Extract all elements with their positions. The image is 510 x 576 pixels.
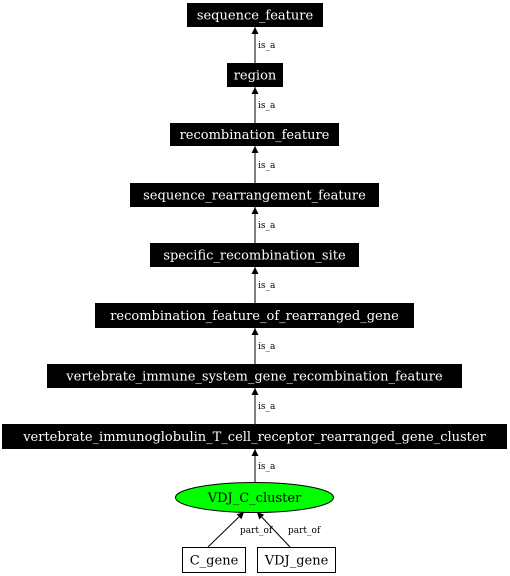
node-label: vertebrate_immunoglobulin_T_cell_recepto… <box>22 430 486 445</box>
node-label: vertebrate_immune_system_gene_recombinat… <box>65 370 443 385</box>
edge-recombination-feature-to-region: is_a <box>251 87 276 123</box>
edge-label-part-of: part_of <box>288 526 321 536</box>
node-label: recombination_feature_of_rearranged_gene <box>110 309 399 324</box>
node-label: VDJ_C_cluster <box>207 491 302 506</box>
edge-label-part-of: part_of <box>240 526 273 536</box>
edge-vdj-gene-part-of-vdj-c-cluster: part_of <box>256 511 321 548</box>
node-c-gene[interactable]: C_gene <box>182 547 246 573</box>
node-label: sequence_feature <box>197 9 314 24</box>
node-vdj-c-cluster[interactable]: VDJ_C_cluster <box>175 482 334 513</box>
edge-rearranged-gene-feature-to-specific-site: is_a <box>251 267 276 303</box>
edge-label-is-a: is_a <box>258 281 276 291</box>
node-label: specific_recombination_site <box>163 249 346 264</box>
edge-label-is-a: is_a <box>258 402 276 412</box>
edge-label-is-a: is_a <box>258 41 276 51</box>
edge-label-is-a: is_a <box>258 161 276 171</box>
node-label: region <box>234 69 277 84</box>
node-label: recombination_feature <box>180 128 330 143</box>
edge-gene-cluster-to-vertebrate-immune: is_a <box>251 388 276 424</box>
edge-label-is-a: is_a <box>258 342 276 352</box>
node-label: sequence_rearrangement_feature <box>143 189 366 204</box>
node-recombination-feature-of-rearranged-gene[interactable]: recombination_feature_of_rearranged_gene <box>95 303 414 328</box>
node-label: VDJ_gene <box>264 554 329 569</box>
edge-sequence-rearrangement-to-recombination-feature: is_a <box>251 146 276 183</box>
node-label: C_gene <box>190 554 239 569</box>
edge-vdj-c-cluster-to-gene-cluster: is_a <box>251 449 276 482</box>
edge-specific-site-to-sequence-rearrangement: is_a <box>251 207 276 243</box>
edge-label-is-a: is_a <box>258 101 276 111</box>
node-recombination-feature[interactable]: recombination_feature <box>170 123 339 146</box>
edge-label-is-a: is_a <box>258 221 276 231</box>
edge-region-to-sequence-feature: is_a <box>251 27 276 63</box>
node-region[interactable]: region <box>227 63 283 87</box>
node-vdj-gene[interactable]: VDJ_gene <box>257 547 336 573</box>
edge-c-gene-part-of-vdj-c-cluster: part_of <box>207 511 273 548</box>
node-specific-recombination-site[interactable]: specific_recombination_site <box>150 243 359 267</box>
node-vertebrate-immune-system-gene-recombination-feature[interactable]: vertebrate_immune_system_gene_recombinat… <box>47 364 462 388</box>
node-sequence-feature[interactable]: sequence_feature <box>187 3 323 27</box>
node-sequence-rearrangement-feature[interactable]: sequence_rearrangement_feature <box>130 183 379 207</box>
edge-label-is-a: is_a <box>258 462 276 472</box>
edge-vertebrate-immune-to-rearranged-gene-feature: is_a <box>251 328 276 364</box>
node-vertebrate-immunoglobulin-t-cell-receptor-rearranged-gene-cluster[interactable]: vertebrate_immunoglobulin_T_cell_recepto… <box>2 424 507 449</box>
